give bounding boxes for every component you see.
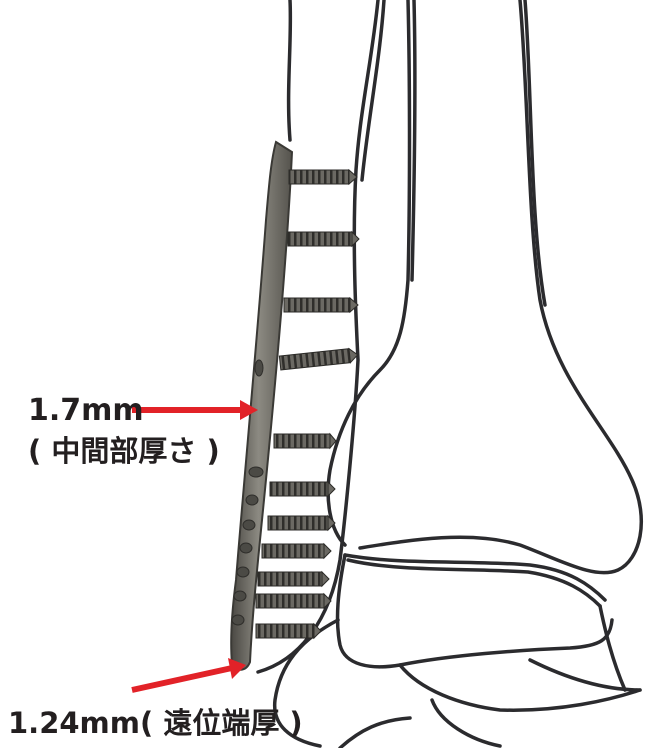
mid-thickness-arrow [132,400,258,420]
screw-2 [288,232,359,246]
screw-11 [256,624,321,638]
screw-10 [256,594,331,608]
screw-3 [284,298,358,312]
screw-7 [268,516,335,530]
screw-9 [258,572,329,586]
talus-outline [275,555,640,748]
screw-1 [289,170,357,184]
distal-thickness-label: 1.24mm( 遠位端厚 ) [8,706,303,740]
screw-5 [274,434,336,448]
distal-thickness-arrow [132,658,246,690]
mid-thickness-label: 1.7mm [28,394,144,428]
mid-thickness-caption: ( 中間部厚さ ) [28,434,220,468]
screw-6 [270,482,335,496]
screw-4 [279,348,358,370]
screw-8 [262,544,331,558]
